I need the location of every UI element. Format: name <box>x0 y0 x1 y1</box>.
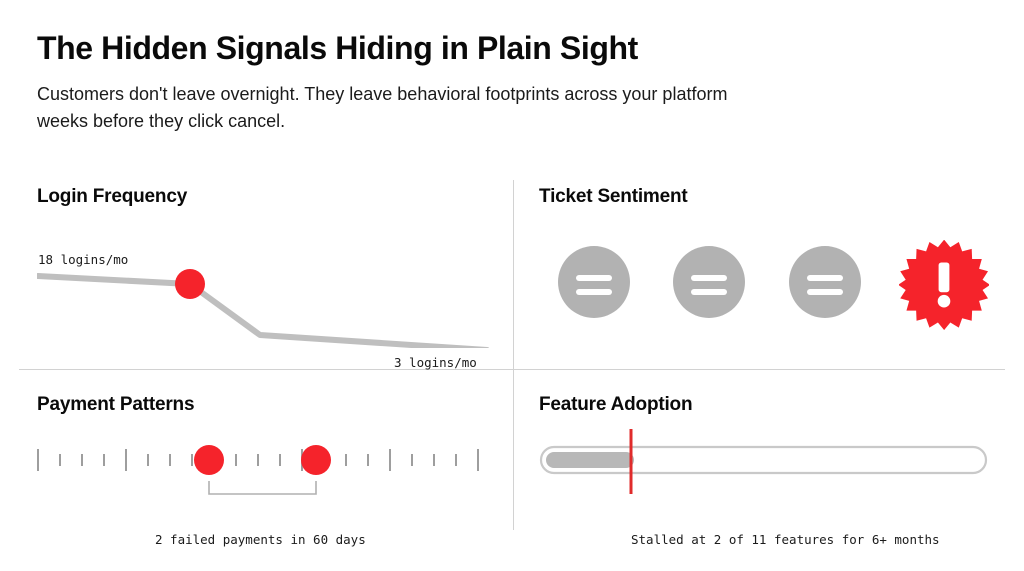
panel-login-frequency: Login Frequency 18 logins/mo 3 logins/mo <box>37 186 497 370</box>
panel-title-feature-adoption: Feature Adoption <box>539 394 693 415</box>
login-drop-marker <box>175 269 205 299</box>
panel-title-ticket-sentiment: Ticket Sentiment <box>539 186 688 207</box>
equals-bar-upper <box>576 275 612 281</box>
timeline-ticks <box>37 449 479 471</box>
payment-timeline: 2 failed payments in 60 days <box>37 424 497 547</box>
vertical-divider <box>513 180 514 530</box>
login-end-label: 3 logins/mo <box>394 355 477 370</box>
page-title: The Hidden Signals Hiding in Plain Sight <box>37 30 638 66</box>
page-subtitle: Customers don't leave overnight. They le… <box>37 84 728 131</box>
panel-feature-adoption: Feature Adoption Stalled at 2 of 11 feat… <box>539 394 999 547</box>
span-bracket <box>208 481 317 495</box>
alert-starburst-icon <box>899 240 989 330</box>
exclamation-stem <box>938 262 950 293</box>
equals-bar-lower <box>691 289 727 295</box>
failed-payment-marker <box>301 445 331 475</box>
login-trend-line <box>37 273 490 348</box>
equals-bar-lower <box>807 289 843 295</box>
feature-caption: Stalled at 2 of 11 features for 6+ month… <box>631 532 940 547</box>
progress-fill <box>546 452 634 468</box>
exclamation-dot <box>937 294 951 308</box>
header: The Hidden Signals Hiding in Plain Sight… <box>37 28 837 135</box>
panel-title-payment-patterns: Payment Patterns <box>37 394 195 415</box>
login-start-label: 18 logins/mo <box>38 252 129 267</box>
neutral-face-icon <box>673 246 745 318</box>
equals-bar-upper <box>691 275 727 281</box>
panel-title-login-frequency: Login Frequency <box>37 186 188 207</box>
progress-track <box>539 445 988 475</box>
equals-bar-lower <box>576 289 612 295</box>
panel-payment-patterns: Payment Patterns <box>37 394 497 547</box>
login-frequency-line-chart: 18 logins/mo 3 logins/mo <box>37 208 497 370</box>
feature-adoption-progress: Stalled at 2 of 11 features for 6+ month… <box>539 424 999 547</box>
neutral-face-icon <box>789 246 861 318</box>
sentiment-icon-row <box>547 240 997 341</box>
horizontal-divider <box>19 369 1005 370</box>
panel-ticket-sentiment: Ticket Sentiment <box>539 186 999 361</box>
equals-bar-upper <box>807 275 843 281</box>
payment-caption: 2 failed payments in 60 days <box>155 532 366 547</box>
failed-payment-marker <box>194 445 224 475</box>
neutral-face-icon <box>558 246 630 318</box>
